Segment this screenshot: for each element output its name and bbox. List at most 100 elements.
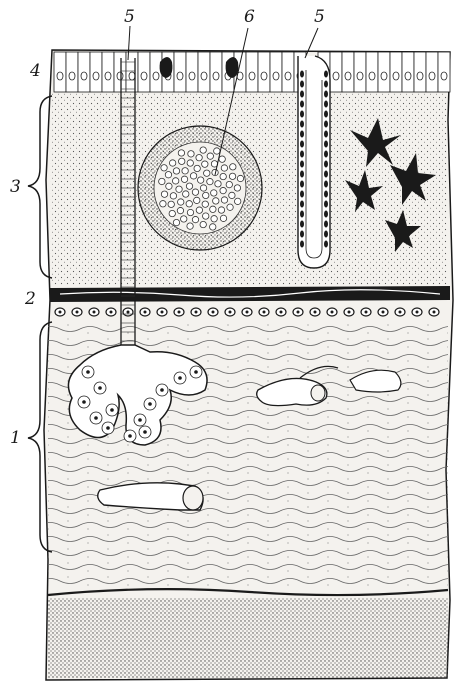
- crypt-cell-nucleus: [300, 81, 304, 88]
- crypt-cell-nucleus: [324, 181, 328, 188]
- label-5-duct: 5: [124, 7, 135, 27]
- lymphocyte: [210, 224, 216, 230]
- lymphocyte: [173, 219, 179, 225]
- lymphocyte: [203, 213, 209, 219]
- lymphocyte: [220, 173, 226, 179]
- lymphocyte: [178, 150, 184, 156]
- lymphocyte: [220, 187, 226, 193]
- lymphocyte: [170, 193, 176, 199]
- lymphocyte: [179, 158, 185, 164]
- nucleolus: [212, 311, 215, 314]
- lymphocyte: [200, 185, 206, 191]
- lymphocyte: [215, 181, 221, 187]
- crypt-cell-nucleus: [324, 121, 328, 128]
- lymphocyte: [177, 207, 183, 213]
- lymphocyte: [188, 151, 194, 157]
- crypt-cell-nucleus: [324, 201, 328, 208]
- label-4: 4: [29, 61, 41, 81]
- nucleolus: [382, 311, 385, 314]
- label-5-crypt: 5: [314, 7, 325, 27]
- acinar-nucleus: [194, 370, 198, 374]
- nucleolus: [246, 311, 249, 314]
- nucleolus: [195, 311, 198, 314]
- lymphocyte: [187, 160, 193, 166]
- crypt-cell-nucleus: [300, 111, 304, 118]
- lymphocyte: [203, 192, 209, 198]
- lymphocyte: [221, 165, 227, 171]
- lymphocyte: [211, 190, 217, 196]
- lymphocyte: [197, 177, 203, 183]
- lymphocyte: [218, 207, 224, 213]
- lymphocyte: [181, 216, 187, 222]
- crypt-cell-nucleus: [324, 141, 328, 148]
- crypt-cell-nucleus: [300, 101, 304, 108]
- lymphocyte: [229, 173, 235, 179]
- lymphocyte: [169, 160, 175, 166]
- nucleolus: [110, 311, 113, 314]
- crypt-cell-nucleus: [300, 151, 304, 158]
- lymphocyte: [200, 221, 206, 227]
- crypt-cell-nucleus: [300, 191, 304, 198]
- acinar-nucleus: [148, 402, 152, 406]
- lymphocyte: [234, 185, 240, 191]
- lymphocyte: [202, 161, 208, 167]
- crypt-cell-nucleus: [324, 221, 328, 228]
- nucleolus: [348, 311, 351, 314]
- crypt-cell-nucleus: [324, 211, 328, 218]
- lymphocyte: [166, 183, 172, 189]
- crypt-cell-nucleus: [324, 171, 328, 178]
- nucleolus: [314, 311, 317, 314]
- lymphocyte: [200, 147, 206, 153]
- lymphocyte: [190, 173, 196, 179]
- nucleolus: [416, 311, 419, 314]
- crypt-cell-nucleus: [300, 201, 304, 208]
- acinar-nucleus: [128, 434, 132, 438]
- lymphocyte: [178, 199, 184, 205]
- lymphocyte: [187, 223, 193, 229]
- lymphocyte: [196, 207, 202, 213]
- lymphocyte: [192, 216, 198, 222]
- lymphocyte: [237, 175, 243, 181]
- lymphocyte: [214, 148, 220, 154]
- nucleolus: [93, 311, 96, 314]
- crypt-cell-nucleus: [324, 91, 328, 98]
- lymphocyte: [207, 153, 213, 159]
- lymphocyte: [169, 210, 175, 216]
- crypt-cell-nucleus: [324, 131, 328, 138]
- nucleolus: [433, 311, 436, 314]
- lymphocyte: [161, 165, 167, 171]
- lymphocyte: [219, 156, 225, 162]
- crypt-cell-nucleus: [300, 181, 304, 188]
- crypt-cell-nucleus: [324, 191, 328, 198]
- nucleolus: [331, 311, 334, 314]
- acinar-nucleus: [160, 388, 164, 392]
- acinar-nucleus: [106, 426, 110, 430]
- lymphocyte: [192, 189, 198, 195]
- intestinal-crypt: [298, 56, 330, 268]
- lymphocyte: [181, 176, 187, 182]
- lymphocyte: [202, 201, 208, 207]
- nucleolus: [365, 311, 368, 314]
- crypt-cell-nucleus: [300, 161, 304, 168]
- label-2: 2: [24, 289, 36, 309]
- nucleolus: [297, 311, 300, 314]
- crypt-cell-nucleus: [300, 131, 304, 138]
- lymphocyte: [168, 201, 174, 207]
- lymphocyte: [187, 209, 193, 215]
- lymphocyte: [213, 198, 219, 204]
- acinar-nucleus: [143, 430, 147, 434]
- nucleolus: [59, 311, 62, 314]
- crypt-cell-nucleus: [300, 211, 304, 218]
- lymphocyte: [182, 168, 188, 174]
- lymphocyte: [176, 186, 182, 192]
- crypt-cell-nucleus: [324, 81, 328, 88]
- lymphocyte: [226, 181, 232, 187]
- crypt-cell-nucleus: [300, 91, 304, 98]
- lymphocyte: [186, 201, 192, 207]
- acinar-nucleus: [94, 416, 98, 420]
- nucleolus: [229, 311, 232, 314]
- crypt-cell-nucleus: [300, 221, 304, 228]
- crypt-cell-nucleus: [300, 121, 304, 128]
- lymphocyte: [183, 191, 189, 197]
- crypt-cell-nucleus: [324, 151, 328, 158]
